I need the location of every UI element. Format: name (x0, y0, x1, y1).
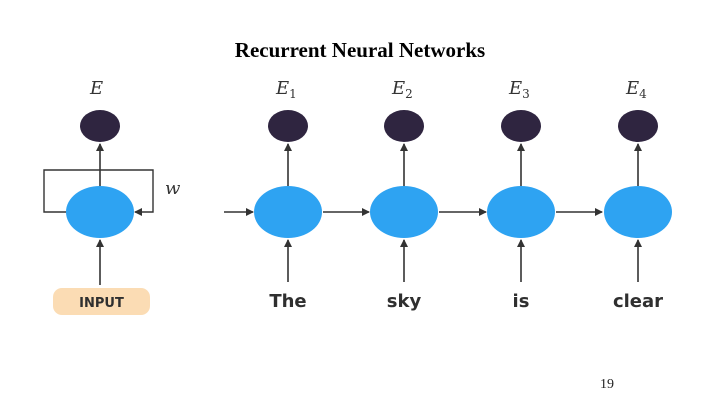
unrolled-rnn: E1 The E2 sky E3 is E4 (224, 78, 672, 312)
recurrent-loop-arrow (43, 169, 154, 216)
hidden-node-1 (254, 186, 322, 238)
output-node-3 (501, 110, 541, 142)
folded-rnn: E w INPUT (43, 78, 181, 315)
input-word-4: clear (613, 291, 663, 312)
output-label-4: E4 (625, 78, 647, 101)
slide-title: Recurrent Neural Networks (234, 38, 486, 62)
folded-hidden-node (66, 186, 134, 238)
time-step-1: E1 The (254, 78, 322, 312)
output-label-1: E1 (275, 78, 297, 101)
input-label: INPUT (79, 296, 124, 311)
weight-label: w (165, 178, 181, 199)
page-number: 19 (600, 377, 614, 392)
output-node-4 (618, 110, 658, 142)
hidden-node-3 (487, 186, 555, 238)
time-step-2: E2 sky (370, 78, 438, 312)
hidden-node-4 (604, 186, 672, 238)
folded-output-label: E (89, 78, 103, 99)
output-node-1 (268, 110, 308, 142)
input-word-1: The (269, 291, 306, 312)
input-box (53, 288, 150, 315)
hidden-node-2 (370, 186, 438, 238)
input-word-3: is (513, 291, 530, 312)
output-label-3: E3 (508, 78, 530, 101)
input-word-2: sky (387, 291, 422, 312)
time-step-4: E4 clear (604, 78, 672, 312)
output-node-2 (384, 110, 424, 142)
output-label-2: E2 (391, 78, 413, 101)
folded-output-node (80, 110, 120, 142)
time-step-3: E3 is (487, 78, 555, 312)
